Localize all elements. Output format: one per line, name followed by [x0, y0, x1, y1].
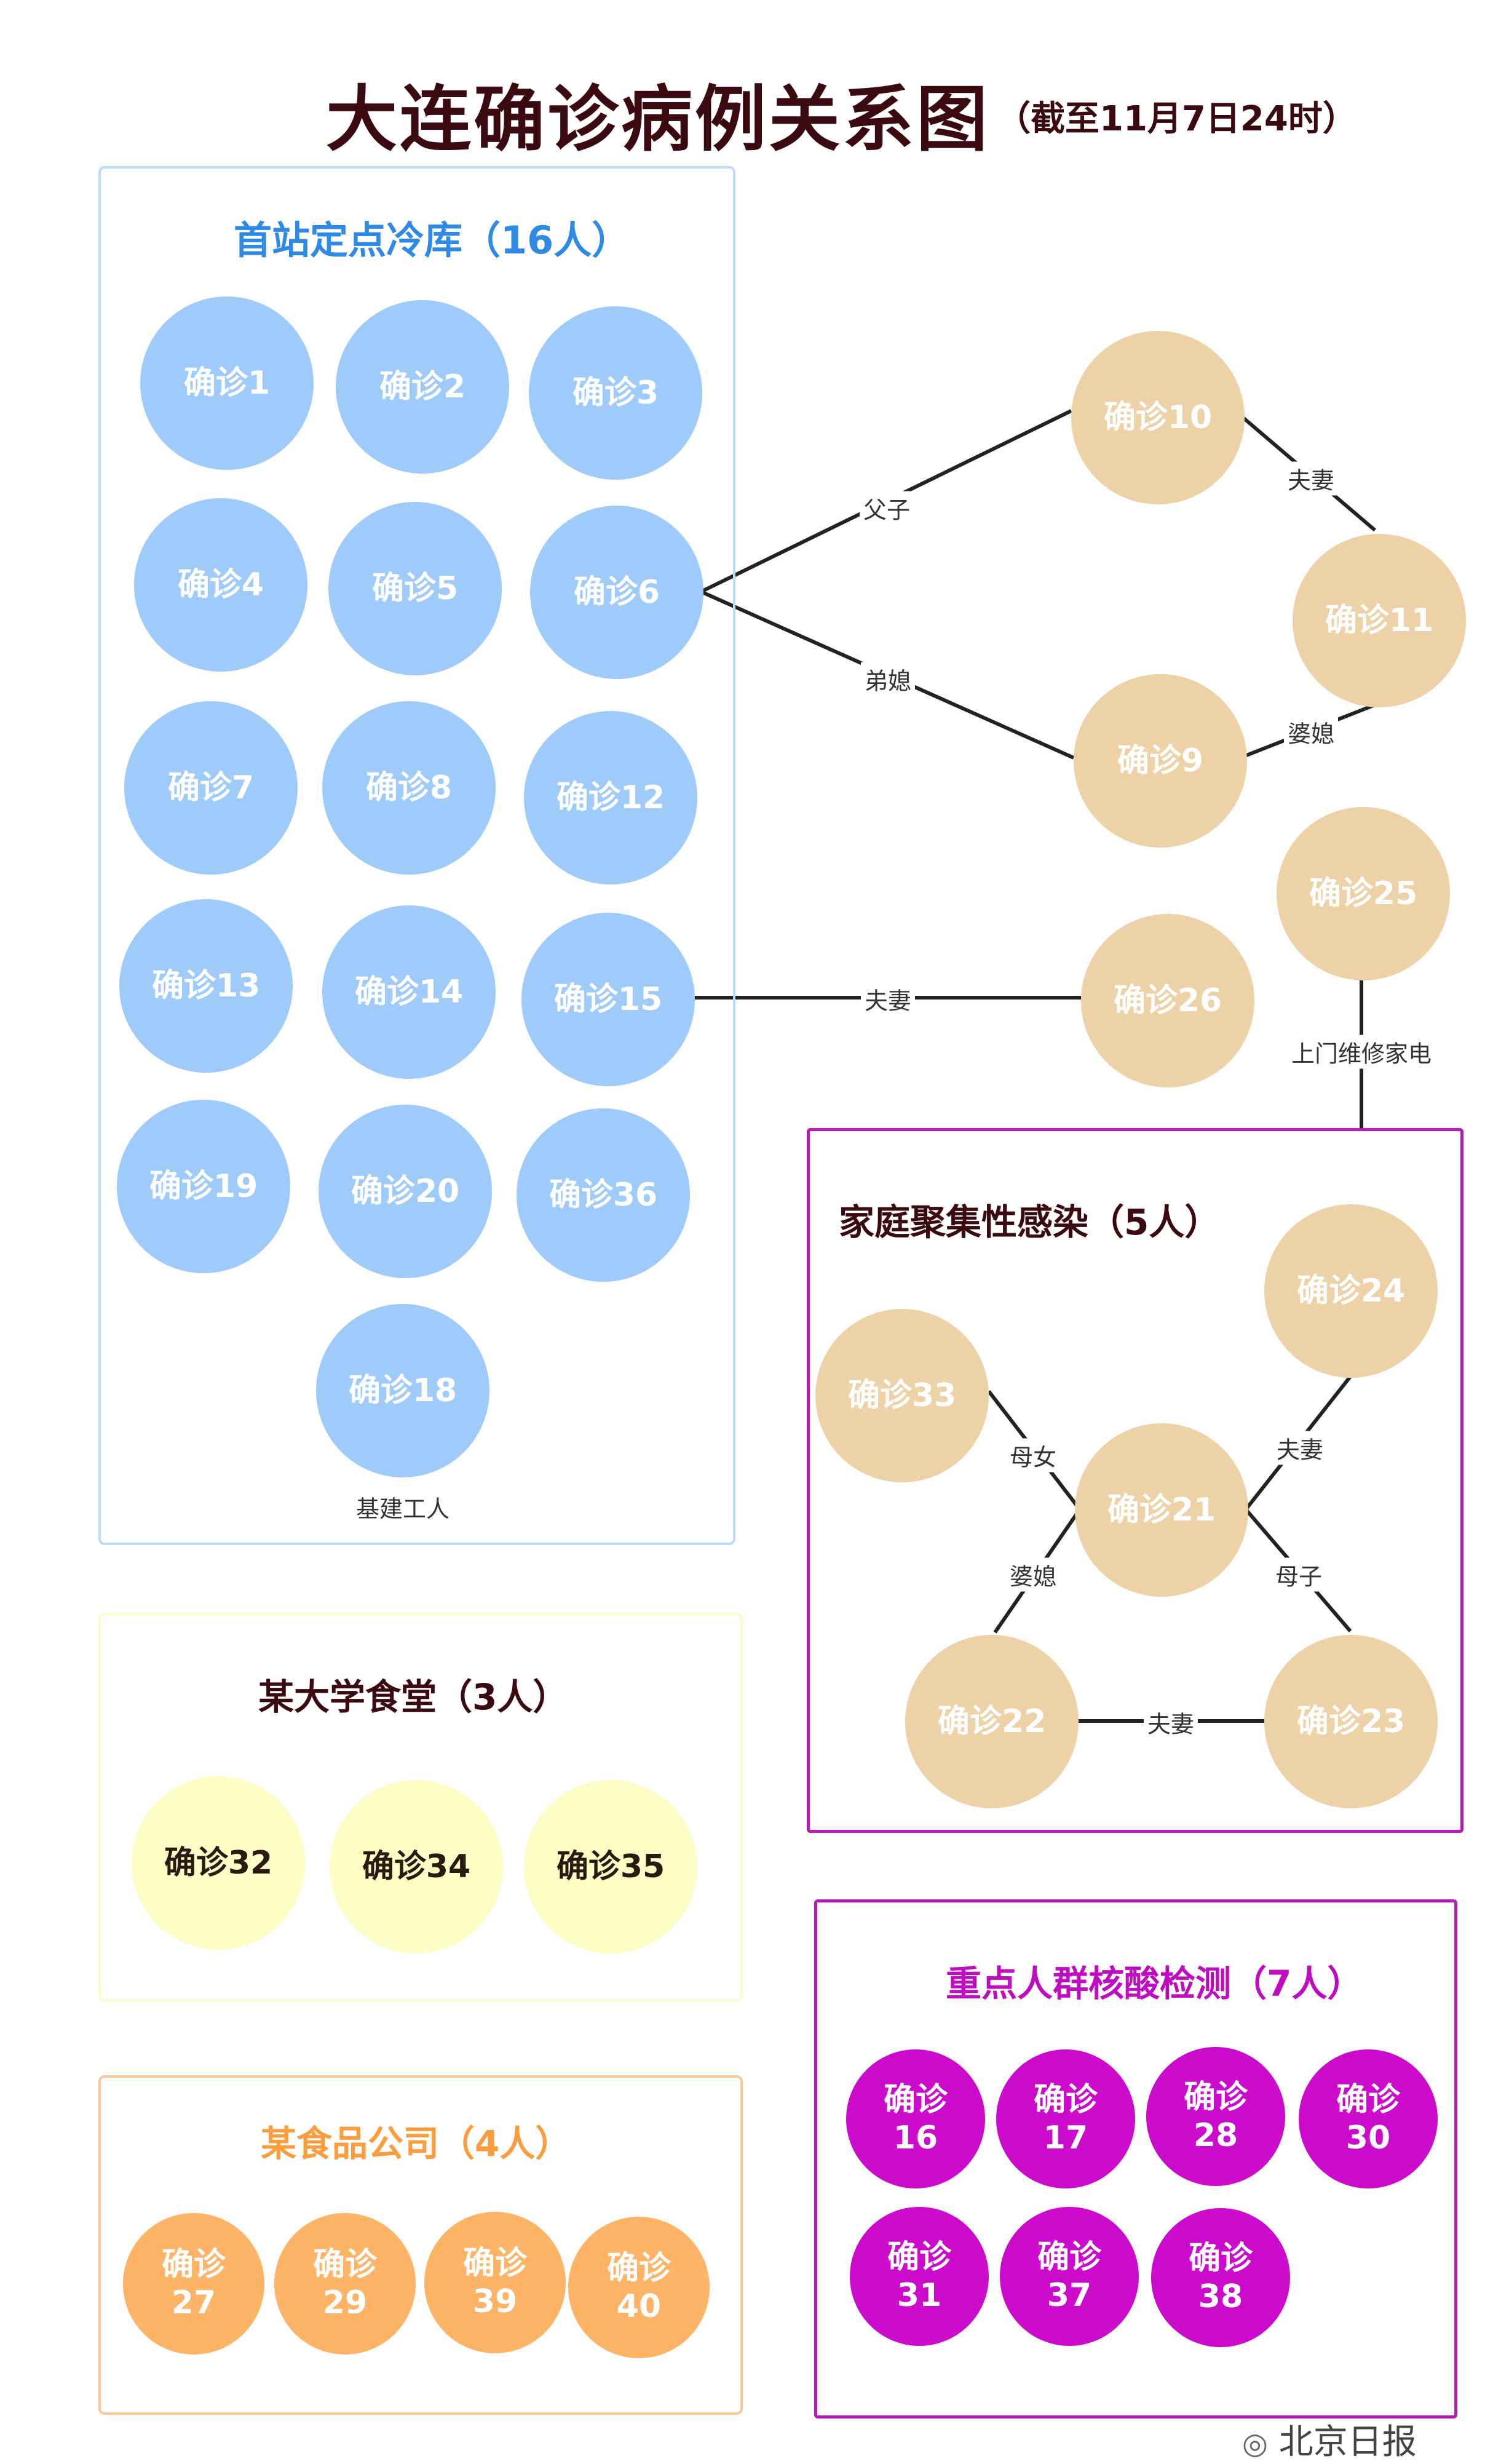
- relation-label-23-21: 母子: [1271, 1557, 1326, 1592]
- relation-label-25-family: 上门维修家电: [1287, 1035, 1436, 1069]
- node-confirmed-21[interactable]: 确诊21: [1075, 1423, 1248, 1597]
- node-confirmed-3[interactable]: 确诊3: [529, 306, 702, 480]
- relation-label-6-10: 父子: [859, 491, 914, 525]
- relation-label-22-23: 夫妻: [1143, 1705, 1198, 1739]
- relation-label-33-21: 母女: [1005, 1438, 1061, 1472]
- node-confirmed-5[interactable]: 确诊5: [328, 502, 502, 675]
- group-title-canteen: 某大学食堂（3人）: [258, 1676, 569, 1718]
- node-confirmed-25[interactable]: 确诊25: [1277, 807, 1450, 980]
- relation-label-10-11: 夫妻: [1283, 461, 1339, 496]
- relation-label-15-26: 夫妻: [860, 982, 916, 1016]
- node-confirmed-11[interactable]: 确诊11: [1293, 534, 1466, 707]
- node-confirmed-15[interactable]: 确诊15: [521, 913, 695, 1086]
- group-screening: [814, 1899, 1457, 2418]
- node-confirmed-14[interactable]: 确诊14: [322, 905, 496, 1079]
- diagram-subtitle: （截至11月7日24时）: [996, 99, 1357, 139]
- group-title-cold-storage: 首站定点冷库（16人）: [234, 218, 630, 263]
- node-confirmed-27[interactable]: 确诊 27: [123, 2213, 264, 2355]
- node-confirmed-35[interactable]: 确诊35: [524, 1780, 697, 1953]
- node-confirmed-31[interactable]: 确诊 31: [850, 2207, 989, 2346]
- wechat-icon: ◎: [1242, 2426, 1268, 2461]
- node-confirmed-8[interactable]: 确诊8: [322, 701, 496, 875]
- node-confirmed-2[interactable]: 确诊2: [336, 300, 509, 474]
- node-confirmed-40[interactable]: 确诊 40: [568, 2217, 710, 2358]
- footer-brand: ◎ 北京日报: [1242, 2414, 1417, 2464]
- node-confirmed-22[interactable]: 确诊22: [905, 1635, 1079, 1808]
- node-confirmed-1[interactable]: 确诊1: [140, 296, 314, 470]
- node-confirmed-28[interactable]: 确诊 28: [1146, 2047, 1285, 2186]
- relation-label-9-11: 婆媳: [1283, 715, 1339, 749]
- relation-label-6-9: 弟媳: [860, 662, 916, 696]
- node-confirmed-9[interactable]: 确诊9: [1074, 674, 1247, 848]
- node-confirmed-19[interactable]: 确诊19: [117, 1100, 290, 1273]
- group-title-screening: 重点人群核酸检测（7人）: [946, 1963, 1363, 2005]
- node-confirmed-12[interactable]: 确诊12: [524, 711, 697, 884]
- node-confirmed-34[interactable]: 确诊34: [330, 1780, 503, 1953]
- node-confirmed-16[interactable]: 确诊 16: [846, 2049, 985, 2188]
- group-family: [807, 1128, 1463, 1833]
- footer-text: 北京日报: [1278, 2422, 1417, 2462]
- node-confirmed-39[interactable]: 确诊 39: [424, 2212, 566, 2353]
- node-confirmed-4[interactable]: 确诊4: [134, 498, 307, 672]
- group-cold-storage: [98, 166, 735, 1545]
- node-confirmed-7[interactable]: 确诊7: [124, 701, 298, 875]
- node-confirmed-18[interactable]: 确诊18: [316, 1304, 489, 1477]
- node-confirmed-6[interactable]: 确诊6: [530, 506, 703, 679]
- relation-label-22-21: 婆媳: [1005, 1557, 1061, 1592]
- relation-label-24-21: 夫妻: [1272, 1431, 1328, 1465]
- node-confirmed-38[interactable]: 确诊 38: [1151, 2208, 1290, 2347]
- node-confirmed-23[interactable]: 确诊23: [1264, 1635, 1438, 1808]
- node-confirmed-33[interactable]: 确诊33: [815, 1309, 989, 1482]
- node-confirmed-17[interactable]: 确诊 17: [996, 2049, 1135, 2188]
- node-confirmed-26[interactable]: 确诊26: [1081, 914, 1254, 1087]
- node-confirmed-24[interactable]: 确诊24: [1264, 1204, 1438, 1378]
- node-confirmed-32[interactable]: 确诊32: [132, 1776, 305, 1950]
- node-confirmed-20[interactable]: 确诊20: [319, 1105, 492, 1278]
- group-canteen: [98, 1613, 743, 2001]
- node-confirmed-37[interactable]: 确诊 37: [1000, 2207, 1139, 2346]
- node-confirmed-30[interactable]: 确诊 30: [1299, 2049, 1438, 2188]
- node-confirmed-13[interactable]: 确诊13: [119, 899, 293, 1073]
- group-food-company: [98, 2075, 743, 2415]
- note-construction-workers: 基建工人: [355, 1495, 450, 1523]
- title-block: 大连确诊病例关系图 （截至11月7日24时）: [0, 62, 1509, 172]
- group-title-family: 家庭聚集性感染（5人）: [839, 1201, 1221, 1243]
- group-title-food-company: 某食品公司（4人）: [261, 2123, 571, 2164]
- diagram-title: 大连确诊病例关系图: [326, 78, 990, 161]
- node-confirmed-29[interactable]: 确诊 29: [274, 2213, 416, 2355]
- node-confirmed-36[interactable]: 确诊36: [517, 1108, 690, 1282]
- node-confirmed-10[interactable]: 确诊10: [1071, 331, 1245, 504]
